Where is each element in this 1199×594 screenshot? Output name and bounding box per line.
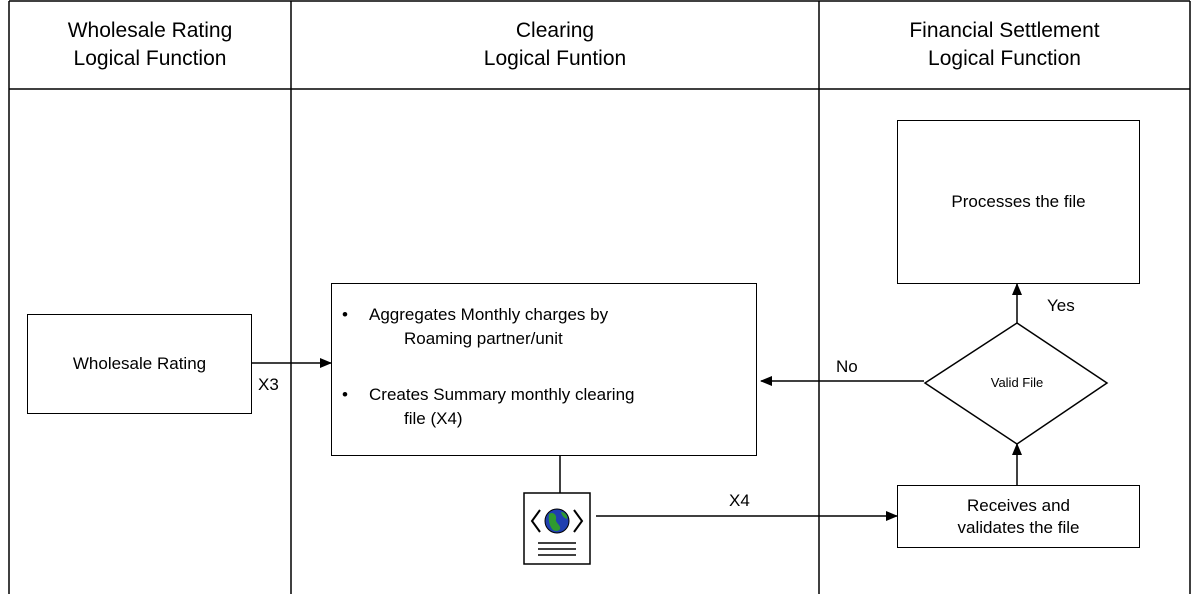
edge-label-x3: X3 bbox=[258, 375, 279, 394]
bullet-1-line2: Roaming partner/unit bbox=[404, 329, 563, 348]
lane-header-line2: Logical Function bbox=[928, 47, 1081, 70]
bullet-marker: • bbox=[342, 385, 348, 404]
bullet-2-line2: file (X4) bbox=[404, 409, 463, 428]
receives-line2: validates the file bbox=[957, 517, 1080, 537]
bullet-marker: • bbox=[342, 305, 348, 324]
valid-file-label: Valid File bbox=[990, 375, 1044, 390]
web-document-globe-icon bbox=[523, 492, 591, 565]
processes-file-box: Processes the file bbox=[897, 120, 1140, 284]
bullet-2-line1: Creates Summary monthly clearing bbox=[369, 385, 635, 404]
processes-file-label: Processes the file bbox=[951, 192, 1086, 211]
bullet-1-line1: Aggregates Monthly charges by bbox=[369, 305, 609, 324]
lane-header-financial-settlement: Financial Settlement Logical Function bbox=[819, 1, 1190, 89]
valid-file-diamond bbox=[923, 322, 1109, 445]
lane-header-line2: Logical Funtion bbox=[483, 47, 627, 70]
receives-validates-box: Receives and validates the file bbox=[897, 485, 1140, 548]
wholesale-rating-box: Wholesale Rating bbox=[27, 314, 252, 414]
lane-header-clearing: Clearing Logical Funtion bbox=[291, 1, 819, 89]
lane-header-line1: Wholesale Rating bbox=[67, 19, 233, 42]
lane-header-line2: Logical Function bbox=[73, 47, 227, 70]
edge-label-no: No bbox=[836, 357, 858, 376]
receives-line1: Receives and bbox=[966, 495, 1070, 515]
clearing-process-box: • Aggregates Monthly charges by Roaming … bbox=[331, 283, 757, 456]
wholesale-rating-label: Wholesale Rating bbox=[72, 354, 207, 373]
edge-label-x4: X4 bbox=[729, 491, 750, 510]
edge-label-yes: Yes bbox=[1047, 296, 1075, 315]
lane-header-wholesale-rating: Wholesale Rating Logical Function bbox=[9, 1, 291, 89]
lane-header-line1: Clearing bbox=[515, 19, 595, 42]
lane-header-line1: Financial Settlement bbox=[909, 19, 1100, 42]
